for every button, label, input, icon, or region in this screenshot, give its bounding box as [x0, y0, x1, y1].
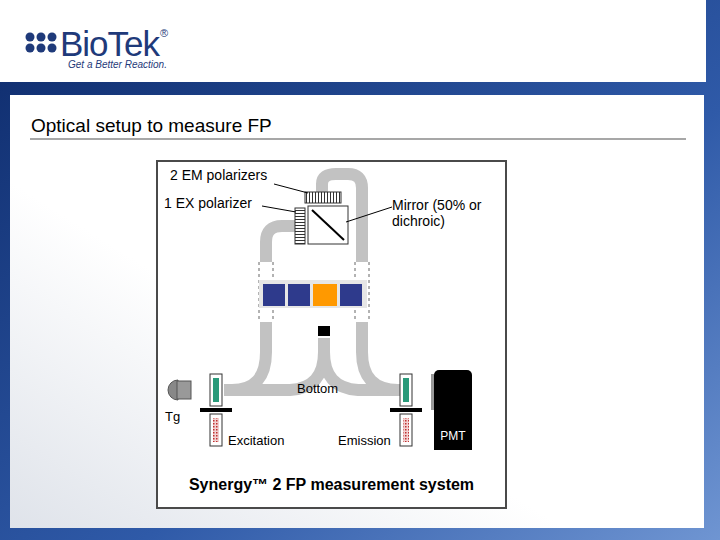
logo-wordmark: BioTek: [60, 24, 159, 64]
node-text: PMT: [434, 430, 472, 444]
slide-title: Optical setup to measure FP: [31, 115, 272, 137]
part-label: 1 EX polarizer: [164, 195, 252, 211]
excitation-filters: [200, 374, 232, 446]
ex-polarizer: [295, 208, 305, 244]
part-label: Emission: [338, 434, 391, 449]
logo-tagline: Get a Better Reaction.: [68, 59, 167, 71]
header-band: [0, 0, 706, 82]
figure-caption: Synergy™ 2 FP measurement system: [157, 476, 506, 494]
diagram-frame: [157, 161, 506, 508]
part-label: Excitation: [228, 434, 284, 449]
part-label: Mirror (50% or dichroic): [392, 197, 482, 229]
part-label: Tg: [165, 410, 180, 425]
mirror-box: [308, 206, 348, 244]
registered-mark: ®: [160, 27, 168, 40]
emission-filters: [390, 374, 422, 446]
part-label: 2 EM polarizers: [170, 167, 267, 183]
leader-lines: [262, 184, 392, 222]
part-label: Bottom: [297, 382, 338, 397]
em-polarizer: [305, 192, 341, 203]
lamp: [168, 380, 191, 400]
mirror: [312, 210, 344, 240]
content-panel: [10, 95, 704, 528]
title-underline: [30, 138, 686, 140]
read-path: [259, 262, 369, 322]
bottom-probe: [318, 326, 330, 336]
microplate: [259, 280, 367, 308]
logo-dots: [26, 33, 57, 53]
detector-box: PMT: [434, 370, 472, 450]
